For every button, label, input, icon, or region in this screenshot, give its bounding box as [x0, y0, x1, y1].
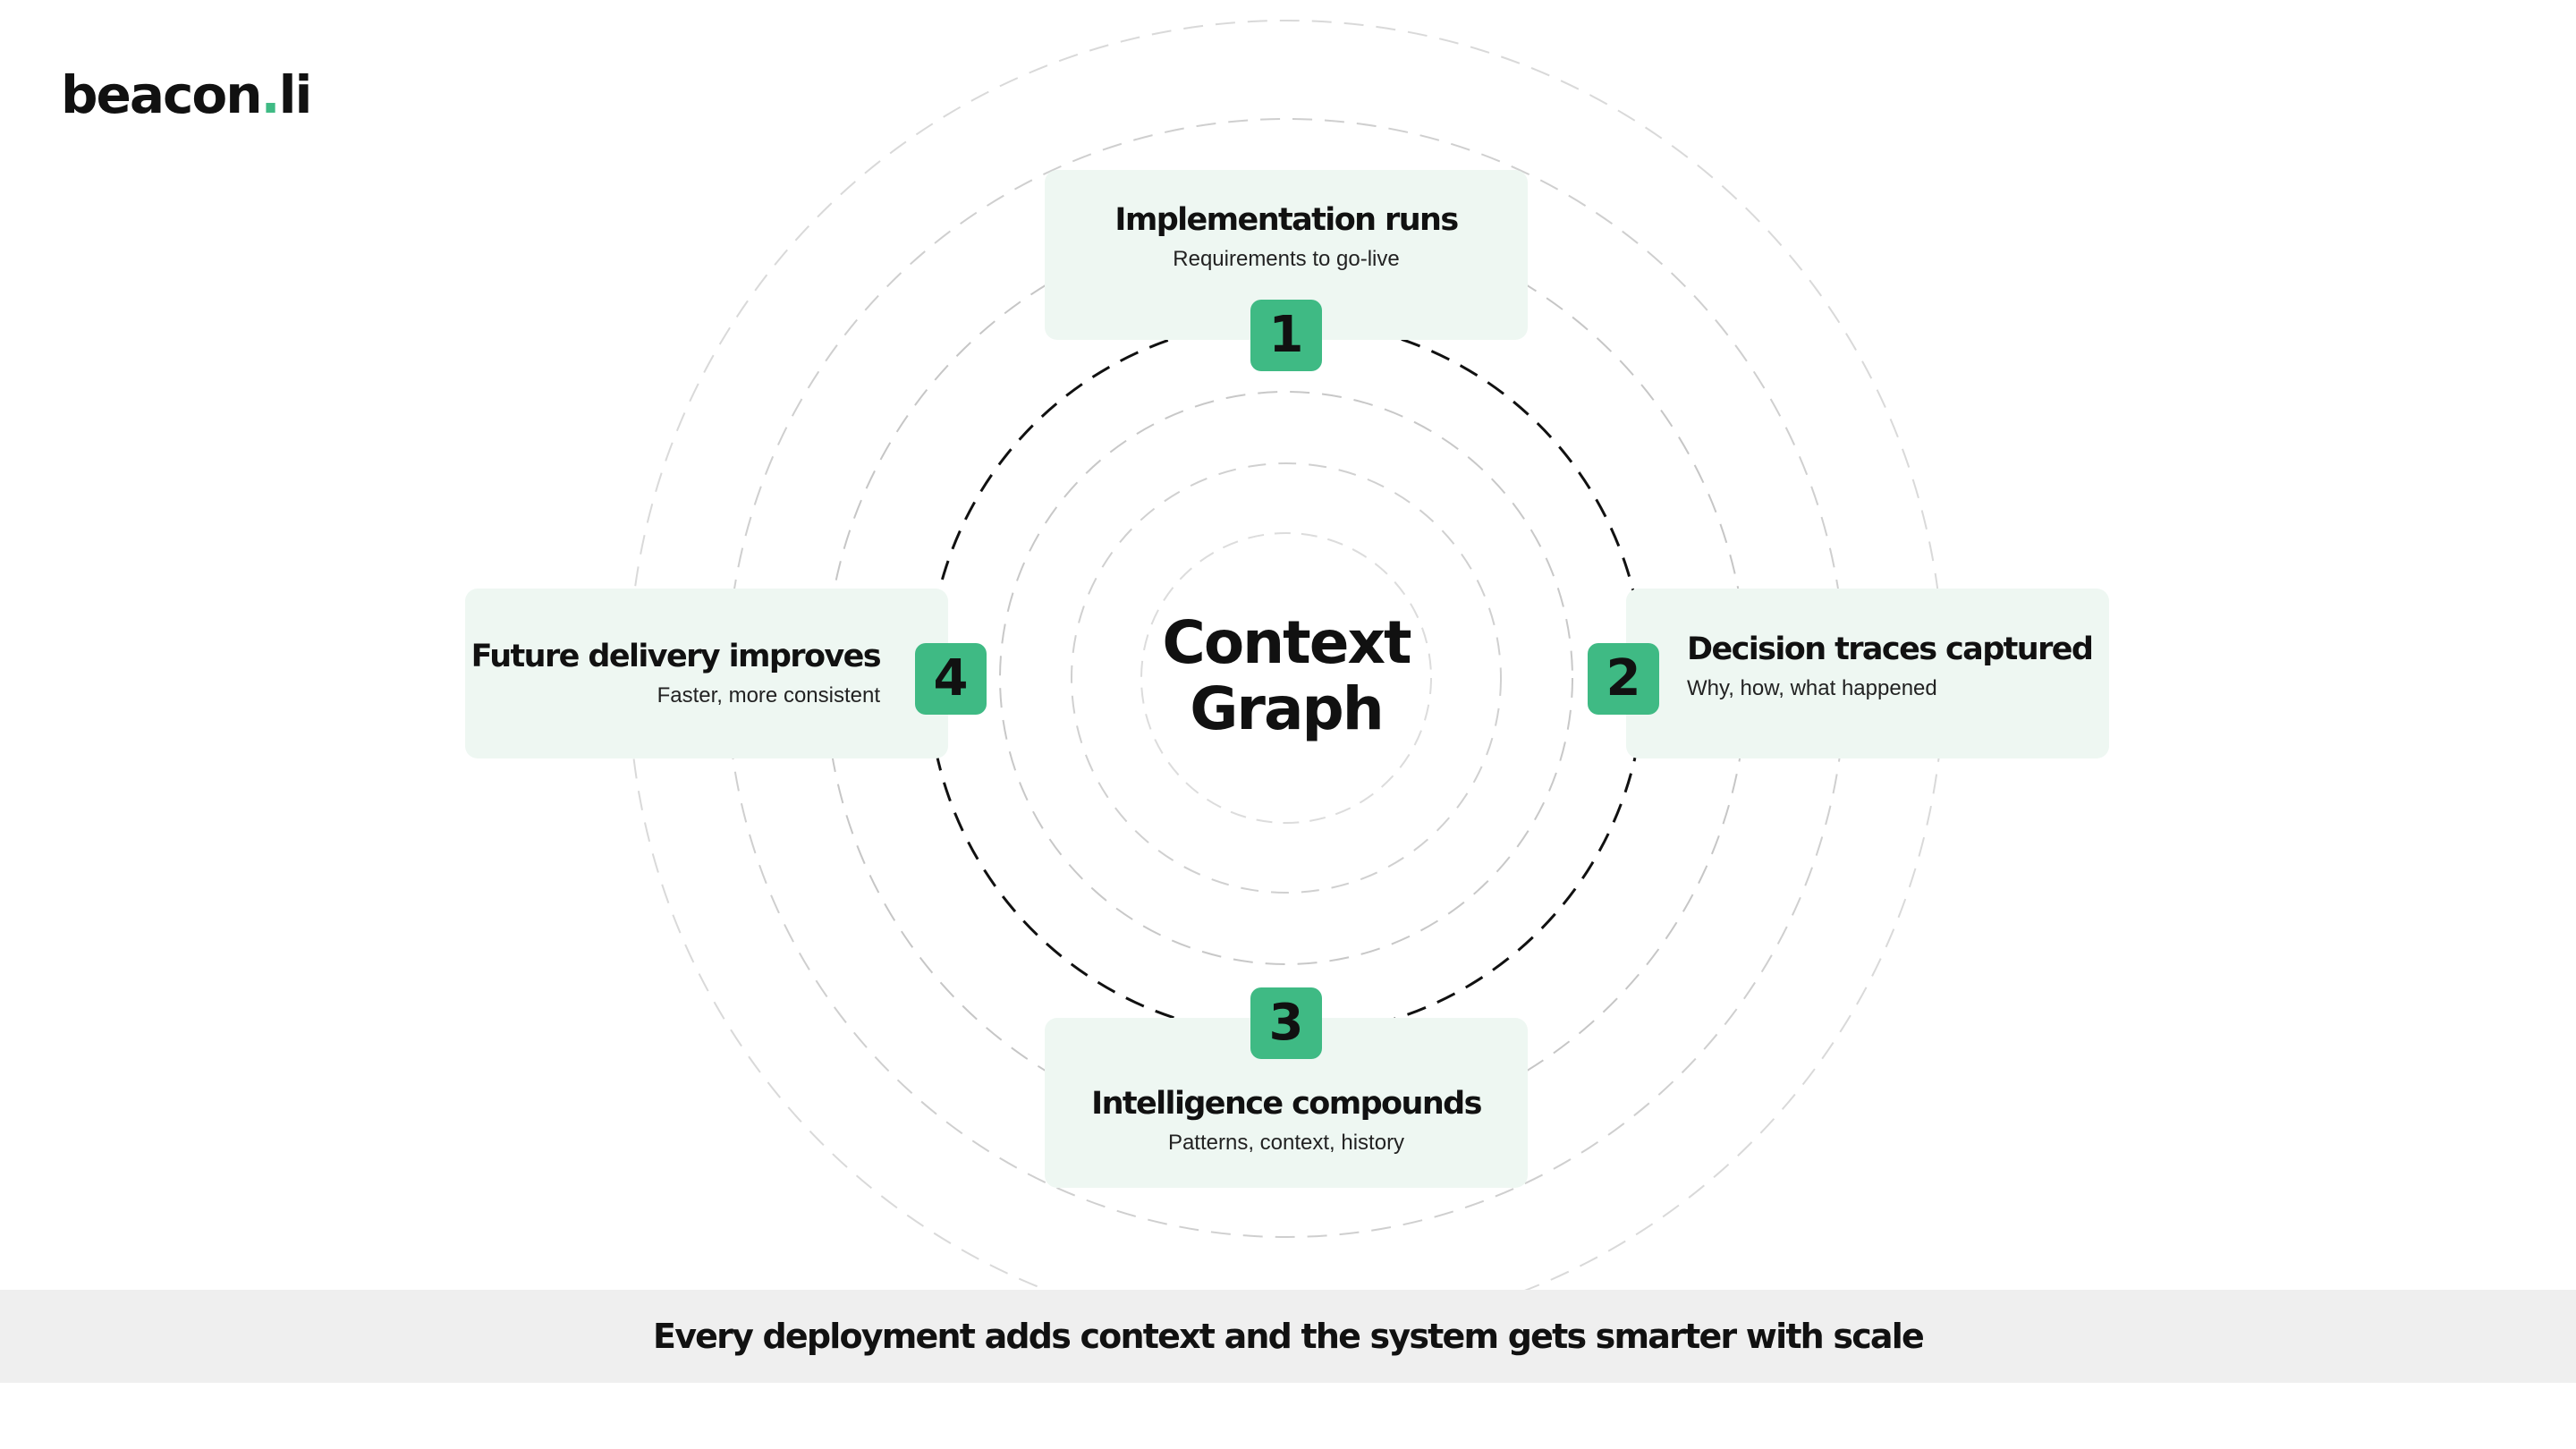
- step-card-2: Decision traces captured Why, how, what …: [1626, 589, 2109, 758]
- step-badge-3: 3: [1250, 987, 1322, 1059]
- logo-text: beacon: [61, 64, 263, 125]
- step-subtitle: Patterns, context, history: [1167, 1131, 1405, 1155]
- step-subtitle: Why, how, what happened: [1687, 676, 1937, 700]
- center-title: Context Graph: [1107, 610, 1465, 742]
- ring-inner-1: [999, 391, 1573, 965]
- logo-text-end: li: [278, 64, 313, 125]
- footer-banner: Every deployment adds context and the sy…: [0, 1290, 2576, 1383]
- step-card-4: Future delivery improves Faster, more co…: [465, 589, 948, 758]
- step-badge-1: 1: [1250, 300, 1322, 371]
- step-title: Decision traces captured: [1687, 631, 2094, 667]
- center-title-line2: Graph: [1190, 674, 1385, 743]
- brand-logo: beacon.li: [61, 64, 313, 125]
- center-title-line1: Context: [1162, 608, 1411, 677]
- step-title: Intelligence compounds: [1091, 1086, 1482, 1122]
- step-title: Implementation runs: [1114, 202, 1459, 238]
- step-badge-4: 4: [915, 643, 987, 715]
- step-title: Future delivery improves: [470, 639, 882, 674]
- ring-inner-3: [1140, 532, 1432, 824]
- step-subtitle: Requirements to go-live: [1173, 247, 1400, 271]
- logo-dot: .: [260, 64, 281, 125]
- step-badge-2: 2: [1588, 643, 1659, 715]
- footer-text: Every deployment adds context and the sy…: [653, 1317, 1925, 1356]
- step-subtitle: Faster, more consistent: [657, 683, 880, 708]
- ring-inner-2: [1071, 462, 1502, 894]
